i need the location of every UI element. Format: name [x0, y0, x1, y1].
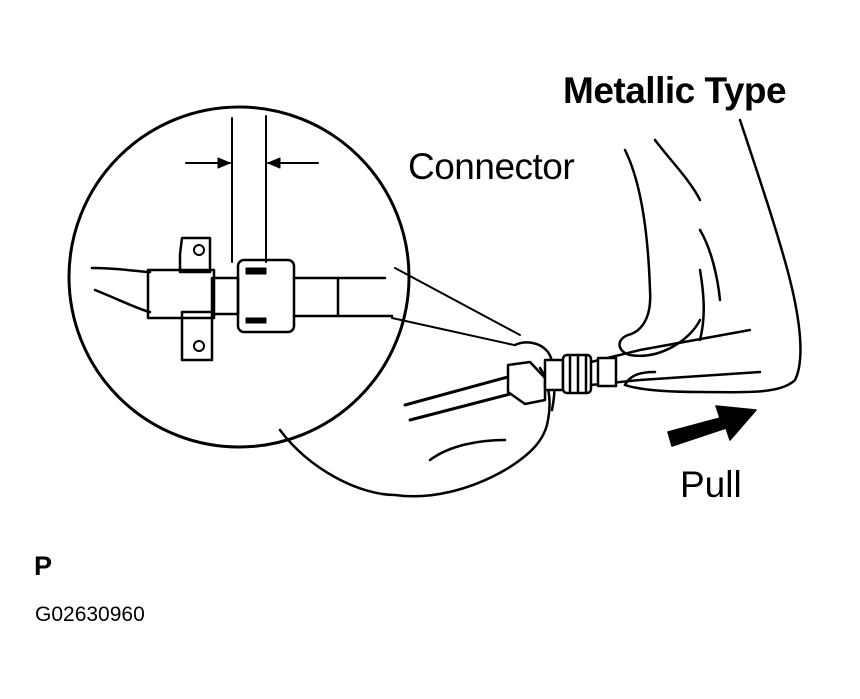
- metallic-type-label: Metallic Type: [563, 70, 787, 111]
- connector-label: Connector: [408, 146, 575, 187]
- hands-holding-connector-icon: [278, 118, 802, 498]
- figure-id-label: G02630960: [35, 603, 145, 626]
- magnified-connector-detail-icon: [67, 105, 521, 449]
- pull-label: Pull: [680, 464, 742, 505]
- section-code-label: P: [34, 551, 53, 581]
- pull-arrow-icon: [667, 405, 757, 447]
